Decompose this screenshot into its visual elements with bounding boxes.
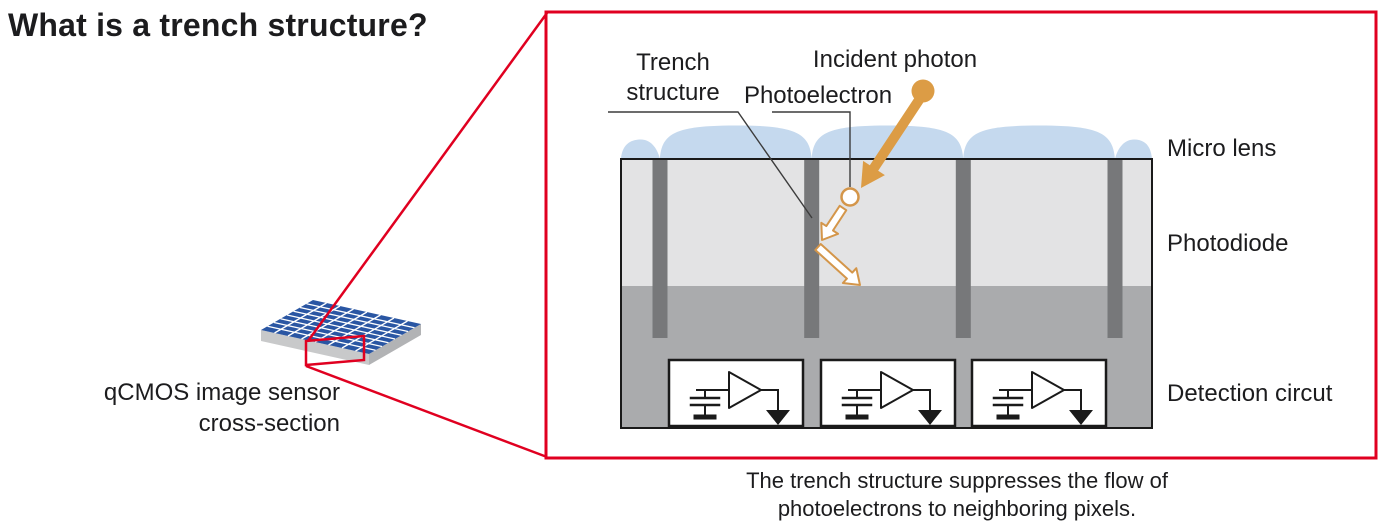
- label-detection-circuit: Detection circut: [1167, 380, 1333, 407]
- label-photoelectron: Photoelectron: [743, 82, 893, 109]
- chip-caption-line2: cross-section: [198, 410, 340, 437]
- photon-dot: [911, 79, 935, 103]
- chip-illustration: [261, 300, 421, 365]
- photoelectron-leader-line: [772, 111, 851, 187]
- diagram-caption-line1: The trench structure suppresses the flow…: [746, 468, 1168, 493]
- zoom-connector-line-top: [306, 12, 549, 342]
- label-micro-lens: Micro lens: [1167, 135, 1277, 162]
- chip-highlight-rectangle: [304, 334, 366, 367]
- page-title: What is a trench structure?: [8, 7, 428, 43]
- trench-bar: [804, 159, 820, 338]
- zoom-connector-line-bottom: [305, 364, 548, 459]
- cross-section-diagram: [608, 79, 1153, 429]
- sensor-outline: [620, 158, 1153, 429]
- detection-circuit-row: [667, 358, 1108, 426]
- zoom-frame: [544, 10, 1378, 460]
- photoelectron-dot: [840, 187, 860, 207]
- diagram-caption-line2: photoelectrons to neighboring pixels.: [777, 496, 1137, 521]
- trench-bar: [652, 159, 668, 338]
- trench-bar: [955, 159, 971, 338]
- photoelectron-bounce-arrow-2: [814, 243, 861, 286]
- photoelectron-bounce-arrow-1: [820, 204, 848, 241]
- label-trench-structure: Trench structure: [626, 49, 720, 106]
- chip-caption-line1: qCMOS image sensor: [103, 379, 340, 406]
- label-incident-photon: Incident photon: [812, 46, 978, 73]
- chip-side-right: [369, 324, 421, 365]
- diagram-caption: The trench structure suppresses the flow…: [657, 467, 1257, 523]
- trench-leader-line: [608, 111, 813, 219]
- label-photodiode: Photodiode: [1167, 230, 1289, 257]
- incident-photon-arrow: [861, 79, 935, 188]
- chip-side-left: [261, 330, 369, 365]
- trench-bar: [1107, 159, 1123, 338]
- chip-caption: qCMOS image sensor cross-section: [40, 377, 340, 439]
- trench-array: [652, 159, 1123, 338]
